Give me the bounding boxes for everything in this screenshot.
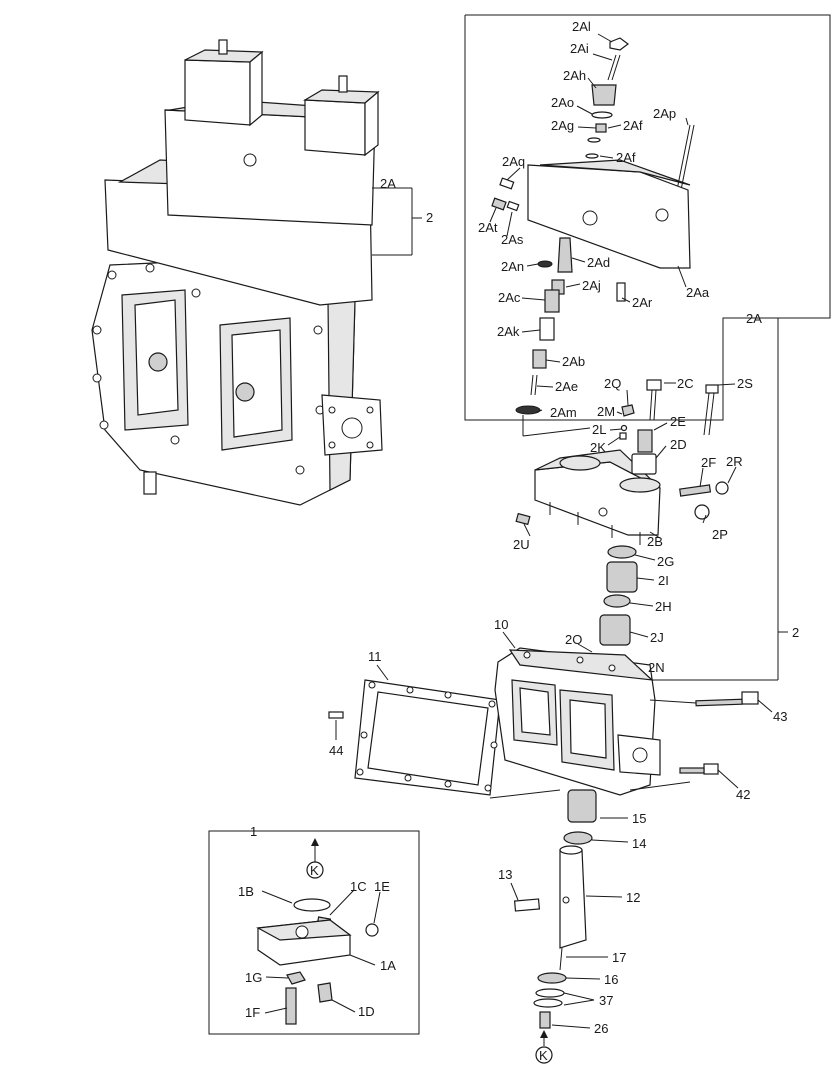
parts-2A	[491, 37, 695, 437]
label-2Ai: 2Ai	[570, 41, 589, 56]
label-2An: 2An	[501, 259, 524, 274]
label-2H: 2H	[655, 599, 672, 614]
label-2C: 2C	[677, 376, 694, 391]
label-44: 44	[329, 743, 343, 758]
label-2Ap: 2Ap	[653, 106, 676, 121]
assembled-unit-drawing	[91, 39, 383, 506]
marker-k-top-label: K	[310, 863, 319, 878]
label-2Am: 2Am	[550, 405, 577, 420]
label-16: 16	[604, 972, 618, 987]
label-2Al: 2Al	[572, 19, 591, 34]
marker-k-bottom	[535, 1030, 553, 1064]
label-2-side: 2	[792, 625, 799, 640]
label-2U: 2U	[513, 537, 530, 552]
label-2Ac: 2Ac	[498, 290, 521, 305]
label-17: 17	[612, 950, 626, 965]
label-2I: 2I	[658, 573, 669, 588]
bolt-42	[679, 763, 719, 775]
label-1F: 1F	[245, 1005, 260, 1020]
label-2Ab: 2Ab	[562, 354, 585, 369]
label-2As: 2As	[501, 232, 524, 247]
label-37: 37	[599, 993, 613, 1008]
label-2At: 2At	[478, 220, 498, 235]
label-2A-side: 2A	[746, 311, 762, 326]
label-1C: 1C	[350, 879, 367, 894]
label-11: 11	[368, 649, 382, 664]
lower-stack	[513, 789, 597, 1029]
leaders-frame-1	[261, 889, 381, 1014]
pin-44	[328, 711, 344, 719]
label-2Aj: 2Aj	[582, 278, 601, 293]
label-13: 13	[498, 867, 512, 882]
label-2-top: 2	[426, 210, 433, 225]
label-2R: 2R	[726, 454, 743, 469]
label-2M: 2M	[597, 404, 615, 419]
label-2B: 2B	[647, 534, 663, 549]
label-1D: 1D	[358, 1004, 375, 1019]
label-2Aa: 2Aa	[686, 285, 710, 300]
label-2Ar: 2Ar	[632, 295, 653, 310]
label-12: 12	[626, 890, 640, 905]
marker-k-bottom-label: K	[539, 1048, 548, 1063]
label-2D: 2D	[670, 437, 687, 452]
label-2F: 2F	[701, 455, 716, 470]
bracket-2A-2-top	[372, 187, 422, 256]
callout-labels: 2Al 2Ai 2Ah 2Ao 2Ag 2Af 2Ap 2Af 2Aq 2At …	[238, 19, 799, 1036]
detail-frame-1	[208, 830, 420, 1035]
label-1: 1	[250, 824, 257, 839]
label-10: 10	[494, 617, 508, 632]
label-2J: 2J	[650, 630, 664, 645]
label-2L: 2L	[592, 422, 606, 437]
label-14: 14	[632, 836, 646, 851]
housing-10	[494, 647, 661, 796]
label-26: 26	[594, 1021, 608, 1036]
bracket-2A-2-side	[643, 317, 788, 681]
leaders-2B-group	[523, 382, 737, 668]
label-2A-top: 2A	[380, 176, 396, 191]
label-2Af-a: 2Af	[623, 118, 643, 133]
label-2Ao: 2Ao	[551, 95, 574, 110]
label-2Ag: 2Ag	[551, 118, 574, 133]
gasket-11	[354, 679, 501, 796]
label-43: 43	[773, 709, 787, 724]
label-2Q: 2Q	[604, 376, 621, 391]
label-1E: 1E	[374, 879, 390, 894]
label-2S: 2S	[737, 376, 753, 391]
label-1G: 1G	[245, 970, 262, 985]
label-2N: 2N	[648, 660, 665, 675]
label-1A: 1A	[380, 958, 396, 973]
label-42: 42	[736, 787, 750, 802]
parts-2B-group	[515, 379, 729, 646]
label-2Ak: 2Ak	[497, 324, 520, 339]
label-1B: 1B	[238, 884, 254, 899]
label-2E: 2E	[670, 414, 686, 429]
label-2G: 2G	[657, 554, 674, 569]
label-2Ae: 2Ae	[555, 379, 578, 394]
label-2Ah: 2Ah	[563, 68, 586, 83]
label-15: 15	[632, 811, 646, 826]
label-2Af-b: 2Af	[616, 150, 636, 165]
label-2Ad: 2Ad	[587, 255, 610, 270]
leaders-2A	[489, 33, 689, 413]
bolt-43	[695, 691, 759, 707]
label-2P: 2P	[712, 527, 728, 542]
label-2O: 2O	[565, 632, 582, 647]
label-2Aq: 2Aq	[502, 154, 525, 169]
label-2K: 2K	[590, 440, 606, 455]
parts-frame-1	[256, 838, 379, 1025]
leaders-lower	[510, 817, 629, 1029]
